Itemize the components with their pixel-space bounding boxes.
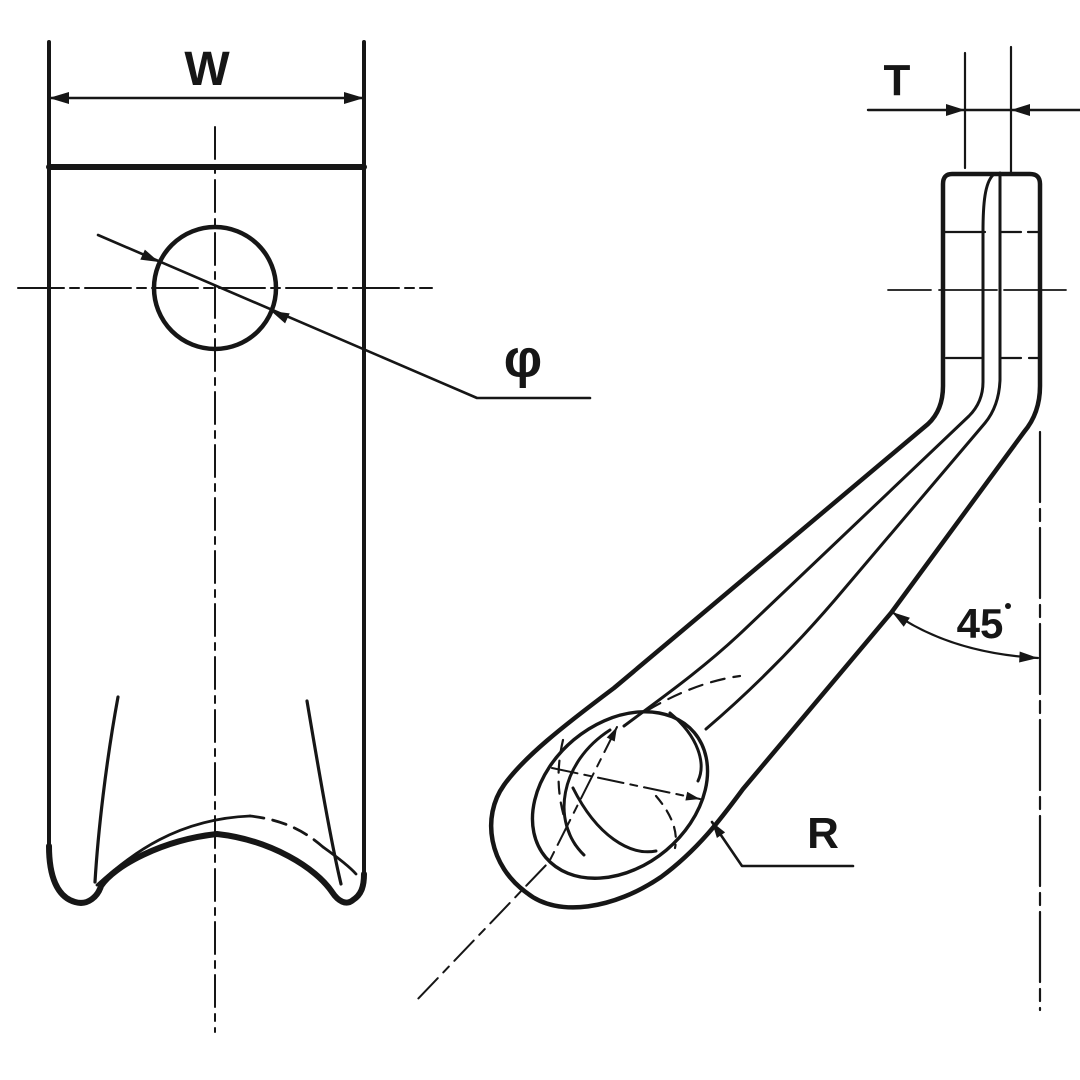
angle-label: 45	[957, 600, 1004, 647]
arrowhead-lower-icon	[271, 311, 290, 324]
scoop-inner-arch-solid-2	[321, 845, 358, 876]
tip-detail	[412, 674, 742, 1005]
diameter-callout: φ	[96, 233, 592, 400]
width-label: W	[184, 43, 230, 96]
left-wing-curve	[93, 695, 120, 884]
arrowhead-arc-left-icon	[892, 612, 910, 627]
scoop-contour-arc-2	[571, 786, 658, 854]
arrowhead-right-icon	[946, 104, 965, 116]
side-view: T 45	[412, 45, 1080, 1012]
thickness-label: T	[884, 56, 911, 105]
radius-callout: R	[710, 809, 855, 868]
arrowhead-right-icon	[344, 92, 364, 104]
front-view: W φ	[17, 40, 592, 1033]
thickness-dimension: T	[866, 45, 1080, 174]
tip-cross-centerline	[551, 767, 701, 800]
arrowhead-upper-icon	[140, 249, 159, 262]
scoop-inner-arch-solid	[95, 814, 252, 887]
inner-surface-line-1	[622, 173, 995, 728]
radius-label: R	[807, 809, 839, 858]
hidden-arc-right	[654, 794, 677, 850]
diameter-leader-line	[96, 233, 592, 400]
arrowhead-tip-cross-icon	[685, 791, 700, 801]
tip-rim-ellipse	[530, 710, 710, 880]
hole-tangent-lines	[943, 230, 1042, 360]
hidden-rim-arc	[646, 674, 742, 712]
arrowhead-radius-icon	[712, 822, 726, 838]
degree-mark-icon	[1005, 603, 1011, 609]
arrowhead-arc-right-icon	[1019, 651, 1038, 663]
width-dimension: W	[47, 43, 366, 104]
arrowhead-tip-axis-icon	[606, 727, 617, 742]
arrowhead-left-icon	[1011, 104, 1030, 116]
arrowhead-left-icon	[49, 92, 69, 104]
phi-symbol: φ	[504, 329, 543, 389]
blade-outline	[489, 171, 1043, 910]
inner-surface-line-2	[704, 171, 1002, 731]
tip-axis-centerline	[412, 726, 618, 1005]
scoop-contour-arc-1	[562, 728, 612, 857]
radius-leader-line	[710, 820, 855, 868]
scoop-inner-arch-dashed	[248, 814, 325, 849]
right-wing-curve	[305, 699, 343, 886]
angle-dimension: 45	[890, 430, 1042, 1012]
plate-bottom-curve	[46, 831, 367, 906]
scoop-contour-arc-3	[668, 711, 703, 783]
